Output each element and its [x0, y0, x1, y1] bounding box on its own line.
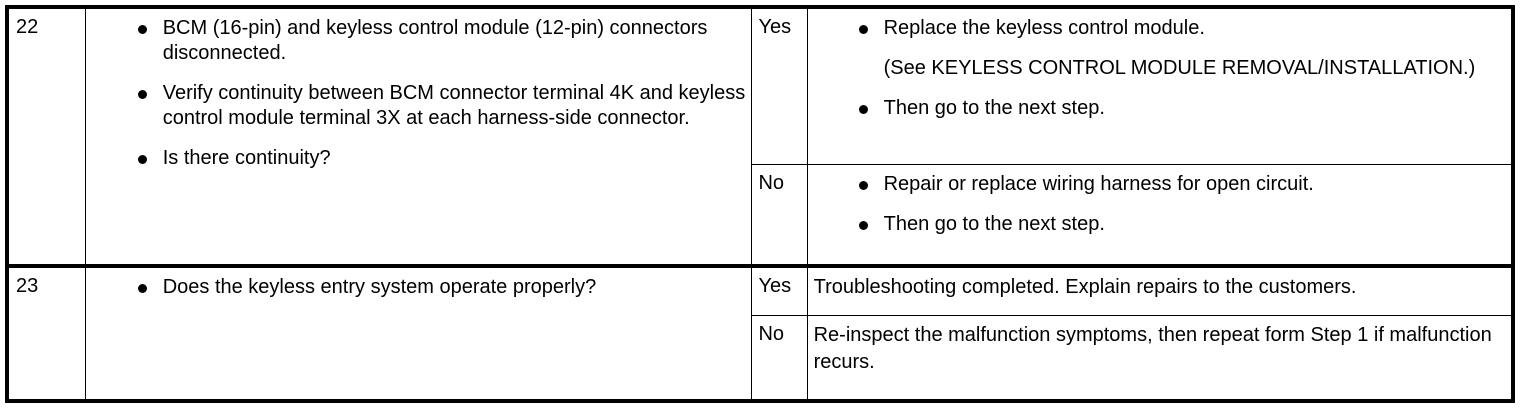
action-cell-yes: Troubleshooting completed. Explain repai…	[806, 264, 1514, 316]
list-item: Then go to the next step.	[856, 212, 1511, 237]
action-text: Troubleshooting completed. Explain repai…	[813, 276, 1357, 299]
list-item: Replace the keyless control module.	[856, 16, 1511, 41]
list-item: Is there continuity?	[135, 146, 752, 171]
answer-label: No	[758, 322, 785, 345]
inspection-cell: Does the keyless entry system operate pr…	[84, 264, 753, 402]
answer-label: No	[758, 171, 785, 194]
answer-label: Yes	[758, 16, 792, 38]
action-list: Replace the keyless control module. (See…	[808, 9, 1511, 121]
answer-cell-no: No	[751, 314, 808, 402]
step-number-cell: 22	[6, 6, 86, 267]
step-number-cell: 23	[6, 264, 86, 402]
answer-cell-no: No	[751, 163, 808, 267]
table-row: 22 BCM (16-pin) and keyless control modu…	[6, 6, 1514, 267]
action-text: Re-inspect the malfunction symptoms, the…	[813, 323, 1492, 373]
list-item: Verify continuity between BCM connector …	[135, 81, 752, 131]
list-item: Then go to the next step.	[856, 96, 1511, 121]
action-list: Repair or replace wiring harness for ope…	[808, 165, 1511, 237]
list-item-note: (See KEYLESS CONTROL MODULE REMOVAL/INST…	[883, 57, 1476, 79]
answer-cell-yes: Yes	[751, 6, 808, 165]
action-cell-yes: Replace the keyless control module. (See…	[806, 6, 1514, 165]
list-item: BCM (16-pin) and keyless control module …	[135, 16, 752, 66]
inspection-list: BCM (16-pin) and keyless control module …	[86, 9, 752, 171]
inspection-cell: BCM (16-pin) and keyless control module …	[84, 6, 753, 267]
table-row: 23 Does the keyless entry system operate…	[6, 264, 1514, 402]
step-number: 22	[16, 16, 39, 38]
troubleshooting-table: 22 BCM (16-pin) and keyless control modu…	[5, 5, 1515, 403]
answer-cell-yes: Yes	[751, 264, 808, 316]
list-item: Does the keyless entry system operate pr…	[135, 275, 752, 300]
list-item: Repair or replace wiring harness for ope…	[856, 172, 1511, 197]
step-number: 23	[16, 275, 39, 298]
table-row: No Repair or replace wiring harness for …	[7, 163, 1514, 267]
action-cell-no: Re-inspect the malfunction symptoms, the…	[806, 314, 1514, 402]
action-cell-no: Repair or replace wiring harness for ope…	[806, 163, 1514, 267]
inspection-list: Does the keyless entry system operate pr…	[86, 268, 752, 300]
answer-label: Yes	[758, 275, 792, 298]
table-row: No Re-inspect the malfunction symptoms, …	[7, 314, 1514, 402]
